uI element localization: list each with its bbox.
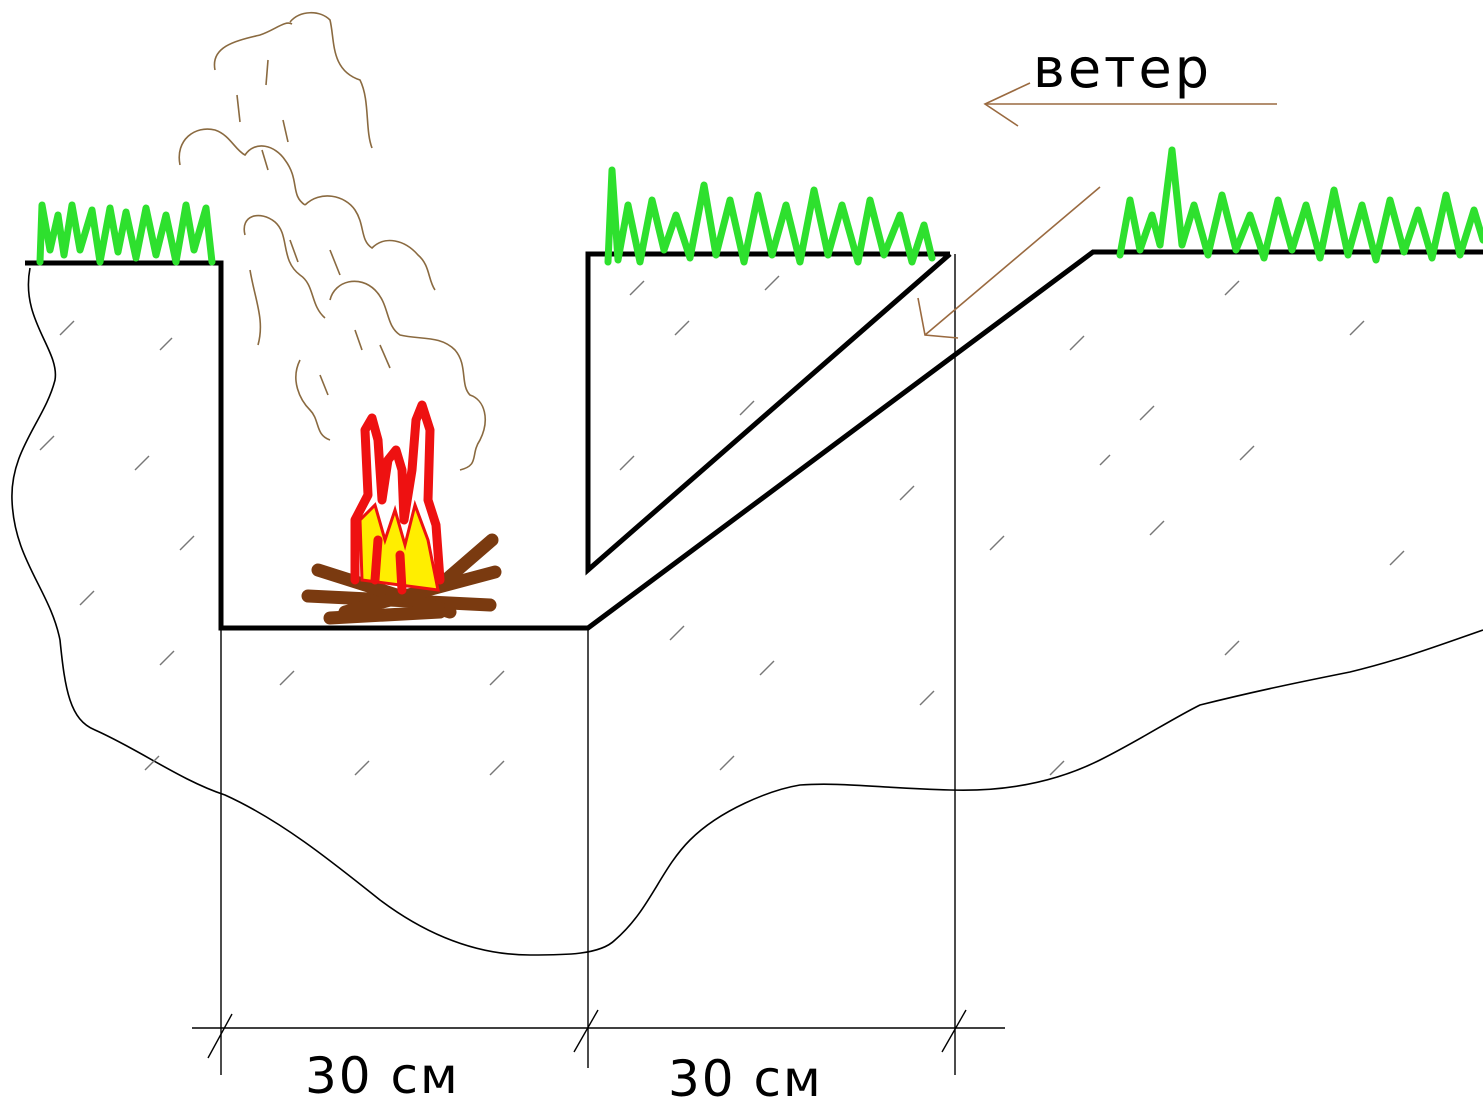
firewood: [301, 533, 502, 625]
campfire-icon: [301, 400, 502, 625]
flame-outer: [350, 400, 445, 595]
pit-outline: [25, 249, 1483, 631]
wind-arrow-icon: [917, 82, 1277, 339]
grass-right: [1116, 146, 1483, 264]
dimension-label-right: 30 см: [668, 1050, 823, 1103]
soil-outline: [11, 267, 1483, 956]
wind-label: ветер: [1033, 37, 1212, 100]
grass-left: [36, 201, 216, 266]
grass-middle: [604, 166, 936, 266]
dimension-lines: [192, 254, 1005, 1075]
soil-hatching: [39, 275, 1405, 776]
grass: [36, 146, 1483, 266]
smoke: [178, 11, 486, 471]
dimension-label-left: 30 см: [305, 1047, 460, 1103]
